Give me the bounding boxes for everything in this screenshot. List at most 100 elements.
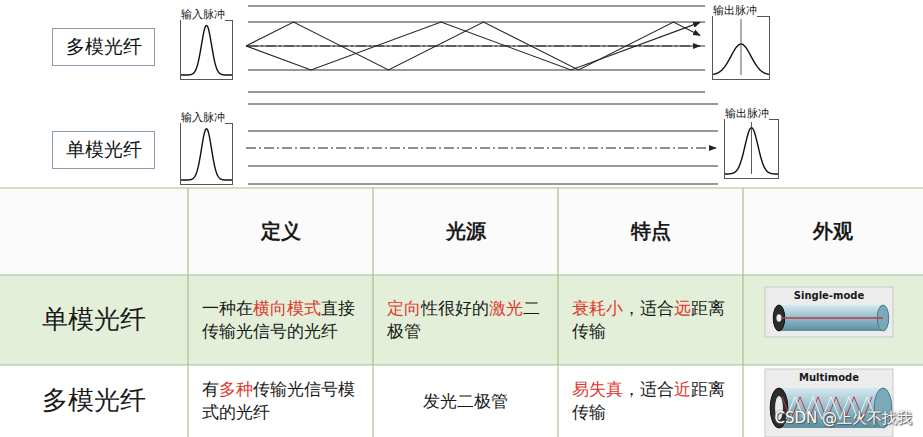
table-cell: 衰耗小 bbox=[572, 298, 623, 318]
column-header: 外观 bbox=[813, 219, 853, 243]
grid-line bbox=[187, 188, 188, 437]
pulse-curve-frame bbox=[725, 120, 778, 178]
photo-label: Multimode bbox=[799, 372, 859, 383]
table-cell: 近 bbox=[674, 379, 691, 399]
table-cell-cell: 发光二极管 bbox=[373, 365, 558, 437]
fiber-core-end bbox=[776, 314, 781, 321]
fiber-wall bbox=[248, 103, 718, 104]
fiber-wall bbox=[248, 130, 718, 131]
column-header-cell: 特点 bbox=[558, 188, 743, 275]
table-cell: 多种 bbox=[219, 379, 253, 399]
cell-text: 发光二极管 bbox=[423, 390, 508, 413]
photo-label: Single-mode bbox=[794, 290, 865, 301]
pulse-curve bbox=[181, 25, 232, 75]
fiber-wall bbox=[248, 5, 705, 6]
fiber-type-box: 多模光纤 bbox=[52, 28, 155, 66]
pulse-caption: 输出脉冲 bbox=[713, 5, 757, 17]
table-cell: 激光 bbox=[489, 298, 523, 318]
fiber-drawings bbox=[246, 6, 893, 437]
cell-text: 定义 bbox=[261, 218, 301, 245]
table-cell: ，适合 bbox=[623, 298, 674, 318]
photo-label-cell: Single-mode bbox=[765, 288, 893, 304]
table-cell: 发光二极管 bbox=[423, 391, 508, 411]
column-header: 特点 bbox=[631, 219, 671, 243]
photo-frame bbox=[765, 287, 893, 337]
table-cell: 有 bbox=[202, 379, 219, 399]
row-header: 单模光纤 bbox=[42, 304, 146, 334]
table-cell-cell: 一种在横向模式直接传输光信号的光纤 bbox=[188, 275, 373, 365]
fiber-type-box: 单模光纤 bbox=[52, 131, 155, 169]
cell-text: 一种在横向模式直接传输光信号的光纤 bbox=[202, 297, 359, 343]
table-cell: 一种在 bbox=[202, 298, 253, 318]
pulse-box: 输入脉冲 bbox=[180, 123, 233, 185]
light-ray bbox=[246, 22, 700, 70]
pulse-curve-frame bbox=[181, 21, 232, 79]
fiber-wall bbox=[248, 69, 705, 70]
cell-text: 多模光纤 bbox=[42, 383, 146, 418]
table-cell: ，适合 bbox=[623, 379, 674, 399]
table-cell: 远 bbox=[674, 298, 691, 318]
cell-text: 衰耗小，适合远距离传输 bbox=[572, 297, 729, 343]
table-row-bg bbox=[0, 365, 923, 437]
cell-text: Multimode bbox=[799, 371, 859, 385]
fiber-wall bbox=[248, 91, 705, 92]
fiber-wall bbox=[248, 183, 718, 184]
fiber-body bbox=[779, 305, 883, 331]
fiber-type-label: 多模光纤 bbox=[66, 34, 142, 60]
cell-text: 易失真，适合近距离传输 bbox=[572, 378, 729, 424]
watermark: CSDN @上火不找我 bbox=[774, 409, 912, 427]
fiber-wall bbox=[248, 165, 718, 166]
light-ray bbox=[246, 22, 700, 70]
grid-line bbox=[0, 187, 923, 188]
pulse-curve bbox=[181, 129, 232, 180]
row-header: 多模光纤 bbox=[42, 385, 146, 415]
pulse-curve-frame bbox=[181, 124, 232, 184]
table-cell-cell: 衰耗小，适合远距离传输 bbox=[558, 275, 743, 365]
fiber-wall bbox=[248, 21, 705, 22]
pulse-caption: 输出脉冲 bbox=[725, 108, 769, 120]
pulse-box: 输入脉冲 bbox=[180, 20, 233, 80]
pulse-caption: 输入脉冲 bbox=[181, 112, 225, 124]
cell-text: 有多种传输光信号模式的光纤 bbox=[202, 378, 359, 424]
table-cell: 性很好的 bbox=[421, 298, 489, 318]
pulse-axis bbox=[751, 122, 752, 174]
row-header-cell: 多模光纤 bbox=[0, 365, 188, 437]
cell-text: 定向性很好的激光二极管 bbox=[387, 297, 544, 343]
table-cell-cell: 定向性很好的激光二极管 bbox=[373, 275, 558, 365]
grid-line bbox=[557, 188, 558, 437]
light-ray bbox=[246, 45, 700, 46]
fiber-ray bbox=[781, 317, 883, 318]
column-header: 光源 bbox=[446, 219, 486, 243]
column-header: 定义 bbox=[261, 219, 301, 243]
cell-text: 单模光纤 bbox=[42, 302, 146, 337]
table-row-bg bbox=[0, 275, 923, 365]
column-header-cell: 光源 bbox=[373, 188, 558, 275]
light-ray bbox=[246, 147, 716, 148]
grid-line bbox=[372, 188, 373, 437]
table-cell-cell: 有多种传输光信号模式的光纤 bbox=[188, 365, 373, 437]
pulse-box: 输出脉冲 bbox=[712, 16, 770, 80]
table-cell: 横向模式 bbox=[253, 298, 321, 318]
cell-text: Single-mode bbox=[794, 289, 865, 303]
table-grid bbox=[0, 188, 923, 437]
pulse-curve-frame bbox=[713, 17, 769, 79]
table-cell: 定向 bbox=[387, 298, 421, 318]
table-cell-cell: 易失真，适合近距离传输 bbox=[558, 365, 743, 437]
table-header-bg bbox=[0, 188, 923, 275]
grid-line bbox=[0, 364, 923, 365]
column-header-cell: 外观 bbox=[743, 188, 923, 275]
table-cell: 易失真 bbox=[572, 379, 623, 399]
cell-text: 光源 bbox=[446, 218, 486, 245]
cell-text: 特点 bbox=[631, 218, 671, 245]
photo-label-cell: Multimode bbox=[765, 370, 893, 386]
cell-text: CSDN @上火不找我 bbox=[774, 408, 912, 428]
cell-text: 外观 bbox=[813, 218, 853, 245]
grid-line bbox=[0, 274, 923, 275]
column-header-cell: 定义 bbox=[188, 188, 373, 275]
pulse-axis bbox=[741, 19, 742, 75]
pulse-box: 输出脉冲 bbox=[724, 119, 779, 179]
row-header-cell: 单模光纤 bbox=[0, 275, 188, 365]
watermark-cell: CSDN @上火不找我 bbox=[728, 405, 914, 431]
